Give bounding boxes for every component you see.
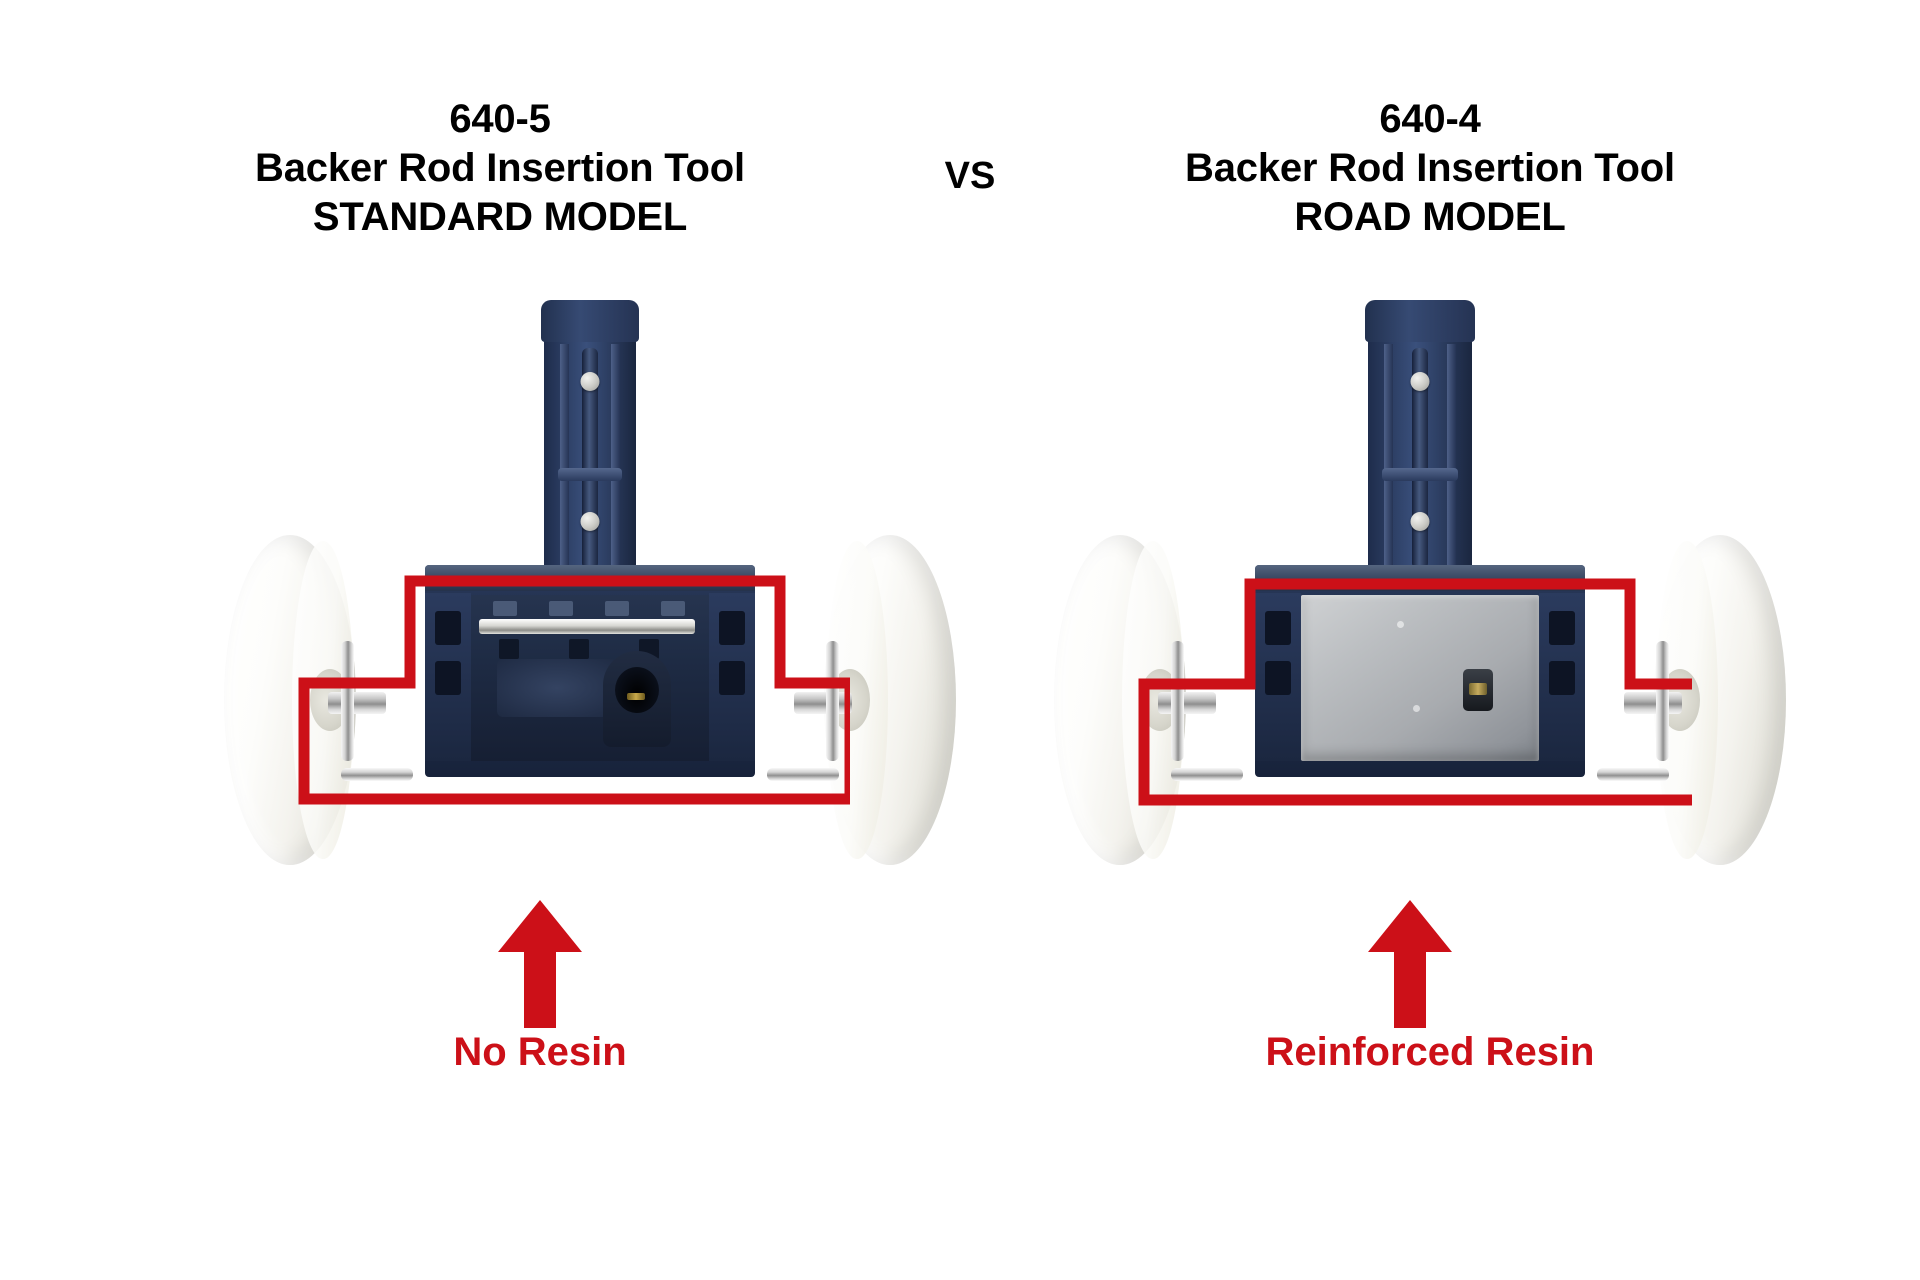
molded-logo-emboss: [497, 659, 617, 717]
head-slot: [435, 661, 461, 695]
chrome-bail-right: [1588, 630, 1680, 792]
head-top-lip: [425, 565, 755, 591]
right-model-variant: ROAD MODEL: [1294, 194, 1566, 239]
tool-handle-shaft: [1365, 300, 1475, 575]
open-cavity-no-resin: [471, 595, 709, 761]
head-slot: [1549, 661, 1575, 695]
head-side-post-right: [1539, 593, 1585, 761]
cavity-tab: [493, 601, 517, 616]
handle-inner-wall: [560, 344, 569, 571]
brass-insert: [1469, 683, 1487, 695]
bail-horizontal: [767, 768, 839, 781]
head-slot: [719, 661, 745, 695]
up-arrow-left: [498, 900, 582, 1028]
head-top-lip: [1255, 565, 1585, 591]
handle-rivet-lower: [580, 512, 600, 531]
backer-rod-bar: [479, 619, 695, 634]
handle-inner-wall: [1447, 344, 1456, 571]
cavity-tab: [605, 601, 629, 616]
handle-rivet-upper: [1410, 372, 1430, 391]
right-product-name: Backer Rod Insertion Tool: [1185, 145, 1675, 190]
left-model-number: 640-5: [449, 97, 551, 141]
tool-head-housing: [1255, 565, 1585, 777]
up-arrow-right: [1368, 900, 1452, 1028]
surface-highlight: [1413, 705, 1420, 712]
product-photo-640-5: [210, 300, 970, 1000]
tool-head-housing: [425, 565, 755, 777]
bail-horizontal: [341, 768, 413, 781]
head-slot: [1549, 611, 1575, 645]
bail-vertical: [826, 641, 839, 761]
bail-vertical: [1171, 641, 1184, 761]
chrome-bail-right: [758, 630, 850, 792]
head-side-post-left: [425, 593, 471, 761]
handle-cross-rib: [558, 468, 622, 481]
head-side-post-left: [1255, 593, 1301, 761]
heading-left-product: 640-5 Backer Rod Insertion Tool STANDARD…: [150, 95, 850, 241]
tool-handle-shaft: [541, 300, 639, 575]
handle-rivet-upper: [580, 372, 600, 391]
handle-rivet-lower: [1410, 512, 1430, 531]
bail-vertical: [1656, 641, 1669, 761]
handle-cross-rib: [1382, 468, 1458, 481]
handle-top-cap: [541, 300, 639, 342]
left-product-name: Backer Rod Insertion Tool: [255, 145, 745, 190]
bail-horizontal: [1597, 768, 1669, 781]
head-slot: [719, 611, 745, 645]
cavity-tab: [661, 601, 685, 616]
head-side-post-right: [709, 593, 755, 761]
left-model-variant: STANDARD MODEL: [312, 194, 688, 239]
heading-right-product: 640-4 Backer Rod Insertion Tool ROAD MOD…: [1080, 95, 1780, 241]
right-model-number: 640-4: [1379, 97, 1481, 141]
product-photo-640-4: [1040, 300, 1800, 1000]
cavity-clip: [499, 639, 519, 659]
head-slot: [435, 611, 461, 645]
bail-horizontal: [1171, 768, 1243, 781]
socket-hole: [615, 667, 659, 713]
bail-vertical: [341, 641, 354, 761]
handle-inner-wall: [611, 344, 620, 571]
chrome-bail-left: [330, 630, 422, 792]
cavity-tab: [549, 601, 573, 616]
head-slot: [1265, 661, 1291, 695]
handle-inner-wall: [1384, 344, 1393, 571]
roller-socket-nub: [1463, 669, 1493, 711]
handle-top-cap: [1365, 300, 1475, 342]
reinforced-resin-panel: [1301, 595, 1539, 761]
vs-separator-label: VS: [944, 155, 996, 197]
callout-label-right: Reinforced Resin: [1265, 1030, 1595, 1074]
roller-socket: [603, 651, 671, 747]
cavity-clip: [569, 639, 589, 659]
brass-insert: [627, 693, 645, 700]
head-slot: [1265, 611, 1291, 645]
callout-label-left: No Resin: [453, 1030, 627, 1074]
surface-highlight: [1397, 621, 1404, 628]
chrome-bail-left: [1160, 630, 1252, 792]
